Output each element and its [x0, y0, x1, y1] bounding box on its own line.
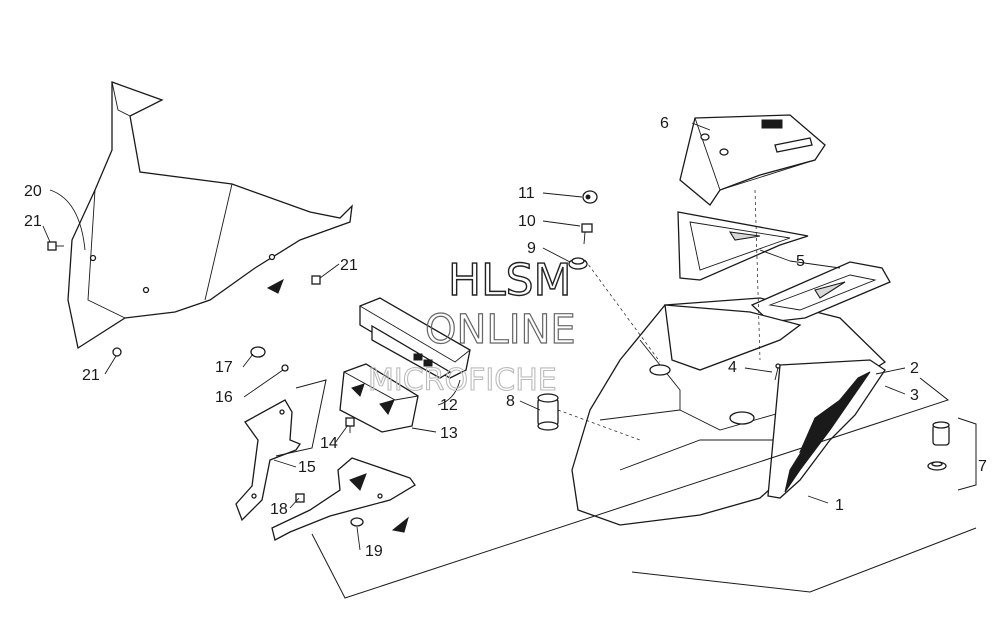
screw-18	[295, 493, 305, 503]
watermark-line-2: ONLINE	[425, 307, 576, 353]
direction-arrow-lower	[391, 516, 409, 533]
callout-13: 13	[440, 425, 458, 442]
washer-16	[281, 364, 289, 372]
hood	[571, 297, 887, 526]
direction-arrow	[266, 278, 284, 294]
callout-5: 5	[796, 253, 805, 270]
power-outlet	[927, 421, 950, 471]
callout-4: 4	[728, 359, 737, 376]
bracket-group-1	[311, 377, 950, 599]
key-cap	[582, 190, 598, 204]
screw-21-right	[311, 275, 321, 285]
dash-panel	[679, 114, 826, 206]
callout-7: 7	[978, 458, 987, 475]
gauge-housing	[359, 297, 471, 379]
callout-labels: 1 2 3 4 5 6 7 8 9 10 11 12 13 14 15 16 1…	[24, 115, 987, 560]
lock-nut	[568, 257, 588, 270]
fastener-4	[774, 363, 781, 381]
watermark-line-3: MICROFICHE	[368, 363, 557, 398]
callout-15: 15	[298, 459, 316, 476]
watermark: HLSM ONLINE MICROFICHE	[367, 254, 576, 398]
callout-21-right: 21	[340, 257, 358, 274]
trim-panel-lower	[750, 261, 891, 323]
mount-bracket-left	[235, 399, 301, 522]
callout-8: 8	[506, 393, 515, 410]
callout-14: 14	[320, 435, 338, 452]
callout-21-left: 21	[24, 213, 42, 230]
leader-lines	[42, 122, 906, 551]
washer-21-bottom	[112, 347, 122, 357]
bracket-hood	[631, 527, 977, 593]
windshield	[67, 81, 353, 350]
callout-3: 3	[910, 387, 919, 404]
callout-19: 19	[365, 543, 383, 560]
nut-17	[250, 346, 266, 358]
ignition-switch	[537, 393, 559, 431]
nut-19	[350, 517, 364, 527]
bracket-group-7	[957, 417, 977, 491]
mount-bracket-right	[271, 457, 416, 541]
screw-21-left	[47, 241, 64, 251]
screw-14	[345, 417, 355, 433]
gauge-bracket	[339, 363, 419, 433]
watermark-line-1: HLSM	[448, 255, 572, 306]
callout-12: 12	[440, 397, 458, 414]
bracket-group-15	[275, 379, 327, 457]
callout-20: 20	[24, 183, 42, 200]
callout-10: 10	[518, 213, 536, 230]
side-panel	[767, 359, 886, 499]
callout-17: 17	[215, 359, 233, 376]
callout-9: 9	[527, 240, 536, 257]
callout-2: 2	[910, 360, 919, 377]
callout-11: 11	[518, 185, 535, 202]
key	[581, 223, 593, 245]
callout-1: 1	[835, 497, 844, 514]
callout-18: 18	[270, 501, 288, 518]
callout-16: 16	[215, 389, 233, 406]
trim-panel-upper	[677, 211, 809, 281]
callout-6: 6	[660, 115, 669, 132]
callout-21-bottom: 21	[82, 367, 100, 384]
trim-panel-side	[664, 304, 802, 371]
